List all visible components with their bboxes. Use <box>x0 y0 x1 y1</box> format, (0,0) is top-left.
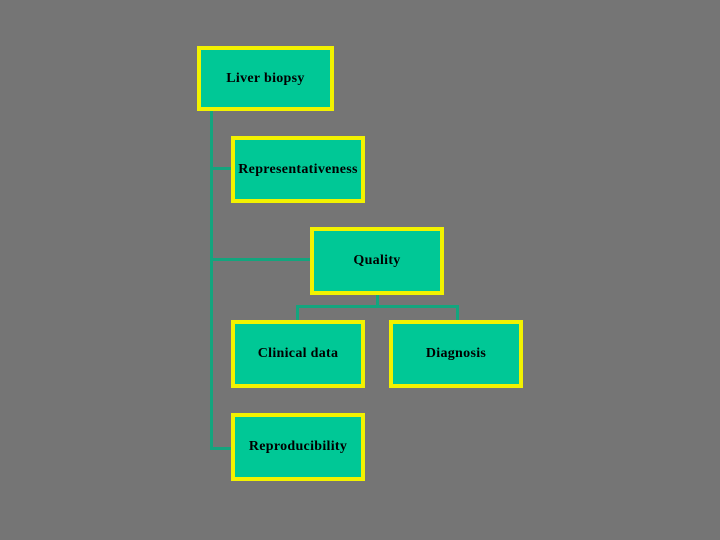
connector-clinical-data-drop <box>296 305 299 322</box>
node-quality-label: Quality <box>353 253 401 268</box>
node-liver-biopsy[interactable]: Liver biopsy <box>197 46 334 111</box>
node-representativeness-label: Representativeness <box>238 161 358 177</box>
connector-trunk-vertical <box>210 110 213 450</box>
node-diagnosis-label: Diagnosis <box>425 346 487 361</box>
connector-quality-crossbar <box>296 305 459 308</box>
connector-branch-quality <box>210 258 313 261</box>
connector-branch-representativeness <box>210 167 234 170</box>
connector-diagnosis-drop <box>456 305 459 322</box>
node-diagnosis[interactable]: Diagnosis <box>389 320 523 388</box>
node-reproducibility[interactable]: Reproducibility <box>231 413 365 481</box>
node-quality[interactable]: Quality <box>310 227 444 295</box>
connector-branch-reproducibility <box>210 447 234 450</box>
node-reproducibility-label: Reproducibility <box>248 439 348 454</box>
node-representativeness[interactable]: Representativeness <box>231 136 365 203</box>
node-liver-biopsy-label: Liver biopsy <box>226 70 305 86</box>
node-clinical-data[interactable]: Clinical data <box>231 320 365 388</box>
connector-quality-drop <box>376 294 379 307</box>
node-clinical-data-label: Clinical data <box>257 346 339 361</box>
